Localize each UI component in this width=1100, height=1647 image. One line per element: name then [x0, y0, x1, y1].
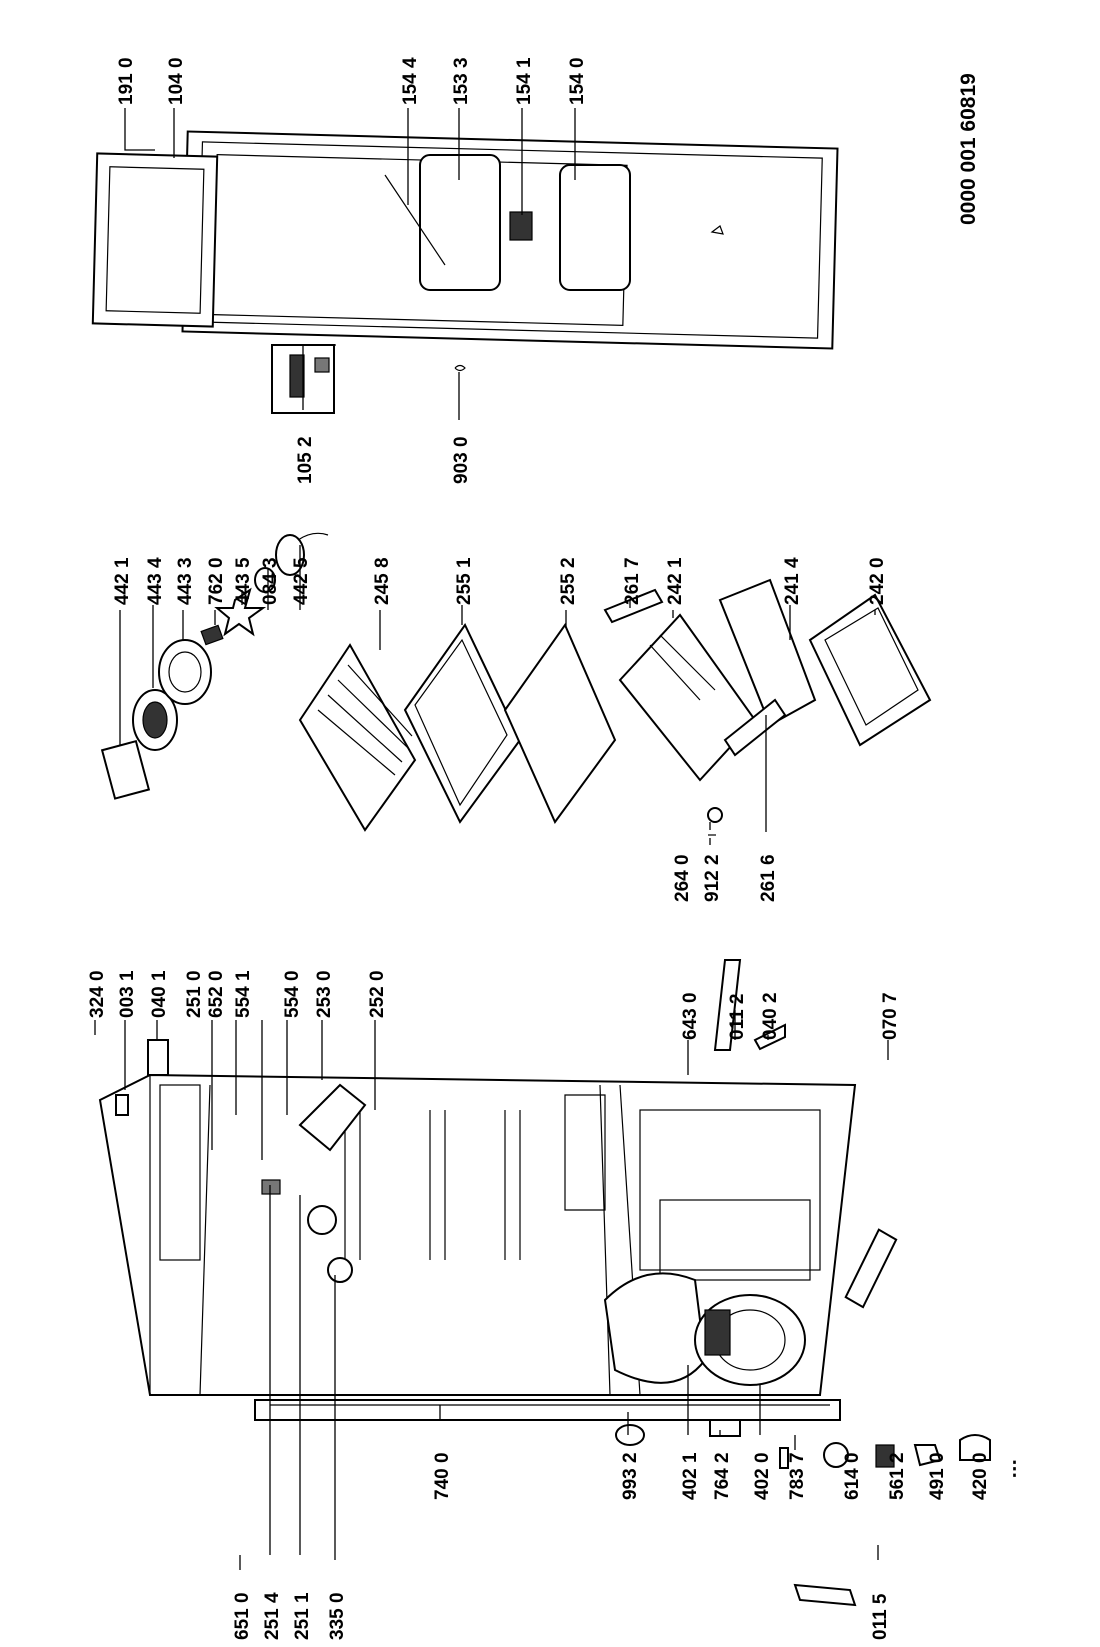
part-label: 443 3 — [175, 557, 196, 605]
part-label: 442 5 — [291, 557, 312, 605]
part-label: 241 4 — [782, 557, 803, 605]
part-label: 154 0 — [567, 57, 588, 105]
part-label: 402 0 — [752, 1452, 773, 1500]
part-label: 443 5 — [233, 557, 254, 605]
part-label: 251 4 — [262, 1592, 283, 1640]
part-label: 003 1 — [117, 970, 138, 1018]
part-label: 245 8 — [372, 557, 393, 605]
leader-lines — [94, 108, 889, 1570]
diagram-reference-number: 0000 001 60819 — [957, 73, 980, 225]
part-label: 255 2 — [558, 557, 579, 605]
part-label: 264 0 — [672, 854, 693, 902]
part-label: 402 1 — [680, 1452, 701, 1500]
part-label: 651 0 — [232, 1592, 253, 1640]
part-label: 011 2 — [727, 994, 748, 1041]
part-label: 652 0 — [206, 970, 227, 1018]
cabinet-drawing — [98, 959, 898, 1607]
part-label: 443 4 — [145, 557, 166, 605]
part-label: 252 0 — [367, 970, 388, 1018]
part-label: 261 6 — [758, 854, 779, 902]
bottom-parts-drawing — [615, 1419, 991, 1469]
part-label: 261 7 — [622, 557, 643, 605]
fan-assembly-drawing — [100, 532, 329, 800]
part-label: 153 3 — [451, 57, 472, 105]
part-label: 105 2 — [295, 436, 316, 484]
part-label: 762 0 — [206, 557, 227, 605]
refrigerator-door-drawing — [91, 130, 839, 414]
part-label: 154 4 — [400, 57, 421, 105]
part-label: 335 0 — [327, 1592, 348, 1640]
part-label: 040 1 — [149, 970, 170, 1018]
part-label: 491 0 — [927, 1452, 948, 1500]
part-label: 324 0 — [87, 970, 108, 1018]
part-label: 104 0 — [166, 57, 187, 105]
more-indicator: ⋮ — [1005, 1459, 1024, 1480]
part-label: 993 2 — [620, 1452, 641, 1500]
part-label: 740 0 — [432, 1452, 453, 1500]
part-label: 614 0 — [842, 1452, 863, 1500]
part-label: 912 2 — [702, 854, 723, 902]
part-label: 255 1 — [454, 557, 475, 605]
part-label: 011 5 — [870, 1593, 891, 1640]
part-label: 191 0 — [116, 57, 137, 105]
part-label: 251 0 — [184, 970, 205, 1018]
part-label: 253 0 — [314, 970, 335, 1018]
part-label: 903 0 — [451, 436, 472, 484]
part-label: 783 7 — [787, 1452, 808, 1500]
part-label: 084 3 — [260, 557, 281, 605]
part-label: 070 7 — [880, 992, 901, 1040]
part-label: 554 0 — [282, 970, 303, 1018]
part-label: 242 0 — [867, 557, 888, 605]
part-label: 442 1 — [112, 557, 133, 605]
part-label: 764 2 — [712, 1452, 733, 1500]
part-label: 561 2 — [887, 1452, 908, 1500]
part-label: 251 1 — [292, 1592, 313, 1640]
part-label: 420 0 — [970, 1452, 991, 1500]
part-label: 040 2 — [760, 992, 781, 1040]
part-label: 242 1 — [665, 557, 686, 605]
part-label: 554 1 — [233, 970, 254, 1018]
shelves-and-drawers-drawing — [298, 578, 932, 836]
part-label: 643 0 — [680, 992, 701, 1040]
part-label: 154 1 — [514, 57, 535, 105]
